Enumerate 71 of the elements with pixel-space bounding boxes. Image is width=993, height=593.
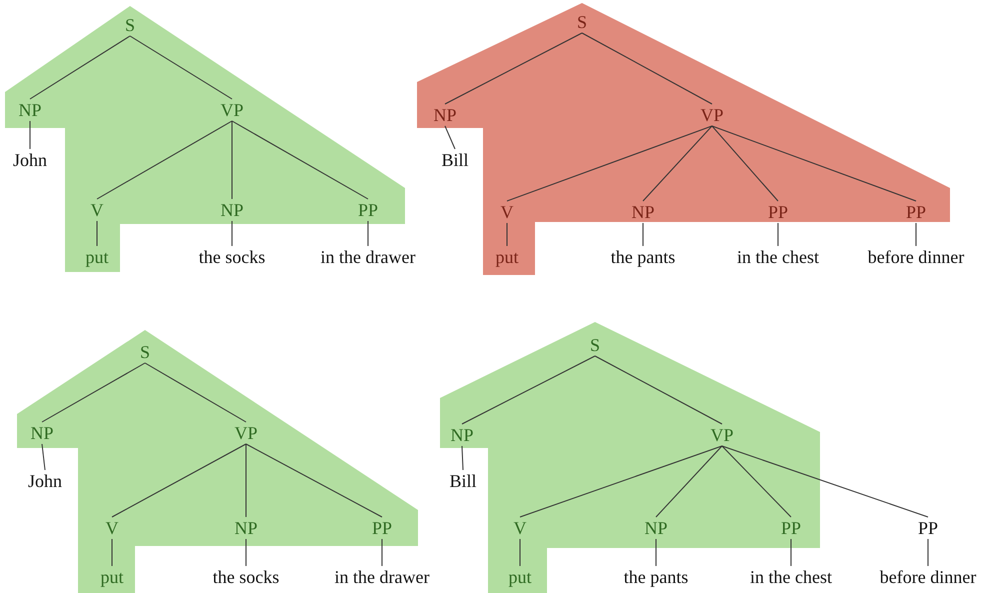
tree-label: John (12, 149, 48, 171)
tree-label: NP (432, 104, 458, 126)
tree-branch (722, 446, 792, 518)
tree-label: S (124, 14, 136, 36)
tree-branch (42, 362, 146, 422)
tree-branch (444, 32, 582, 104)
tree-label: NP (450, 424, 474, 446)
tree-label: Bill (440, 149, 470, 171)
tree-label: in the drawer (320, 246, 416, 268)
tree-branch (642, 222, 644, 246)
tree-branch (462, 446, 464, 470)
tree-branch (506, 222, 508, 246)
tree-branch (656, 446, 722, 518)
tree-branch (722, 446, 928, 518)
tree-branch (144, 362, 246, 422)
tree-label: V (90, 199, 104, 221)
tree-branch (246, 444, 382, 518)
tree-label: V (512, 517, 528, 539)
tree-label: VP (710, 424, 734, 446)
tree-label: Bill (448, 470, 478, 492)
tree-label: VP (234, 422, 258, 444)
tree-branch (112, 444, 246, 518)
tree-label: S (139, 341, 151, 363)
tree-branch (96, 220, 98, 246)
tree-label: PP (904, 201, 928, 223)
tree-branch (506, 126, 712, 202)
tree-label: put (508, 566, 532, 588)
tree-branch (712, 126, 916, 202)
tree-branch (594, 356, 722, 424)
tree-branch (30, 36, 130, 100)
tree-label: the pants (622, 566, 690, 588)
tree-label: V (104, 517, 120, 539)
tree-branch (444, 126, 456, 150)
tree-label: the socks (212, 566, 280, 588)
tree-label: before dinner (866, 246, 966, 268)
tree-label: NP (644, 517, 668, 539)
tree-label: PP (916, 517, 940, 539)
tree-branch (42, 444, 46, 470)
tree-branch (712, 126, 778, 202)
tree-label: PP (766, 201, 790, 223)
tree-branch (96, 120, 232, 200)
tree-branch (520, 446, 722, 518)
tree-label: in the chest (749, 566, 833, 588)
tree-branch (462, 356, 596, 424)
tree-label: NP (18, 99, 42, 121)
tree-label: VP (220, 99, 244, 121)
tree-label: the socks (198, 246, 266, 268)
tree-label: before dinner (878, 566, 978, 588)
tree-label: PP (356, 199, 380, 221)
tree-label: PP (370, 517, 394, 539)
tree-branch (582, 32, 712, 104)
tree-branch (790, 538, 792, 566)
tree-label: John (27, 470, 63, 492)
tree-label: S (589, 334, 601, 356)
tree-branch (130, 36, 232, 100)
tree-label: V (500, 201, 514, 223)
tree-label: S (576, 11, 588, 33)
tree-label: NP (234, 517, 258, 539)
tree-branch (642, 126, 712, 202)
tree-label: VP (700, 104, 724, 126)
tree-label: the pants (610, 246, 676, 268)
tree-label: put (494, 246, 520, 268)
tree-label: put (100, 566, 124, 588)
tree-label: NP (630, 201, 656, 223)
tree-label: in the chest (736, 246, 820, 268)
tree-label: NP (30, 422, 54, 444)
tree-branch (232, 120, 368, 200)
tree-label: NP (220, 199, 244, 221)
tree-label: in the drawer (334, 566, 430, 588)
tree-label: PP (780, 517, 802, 539)
tree-label: put (84, 246, 110, 268)
